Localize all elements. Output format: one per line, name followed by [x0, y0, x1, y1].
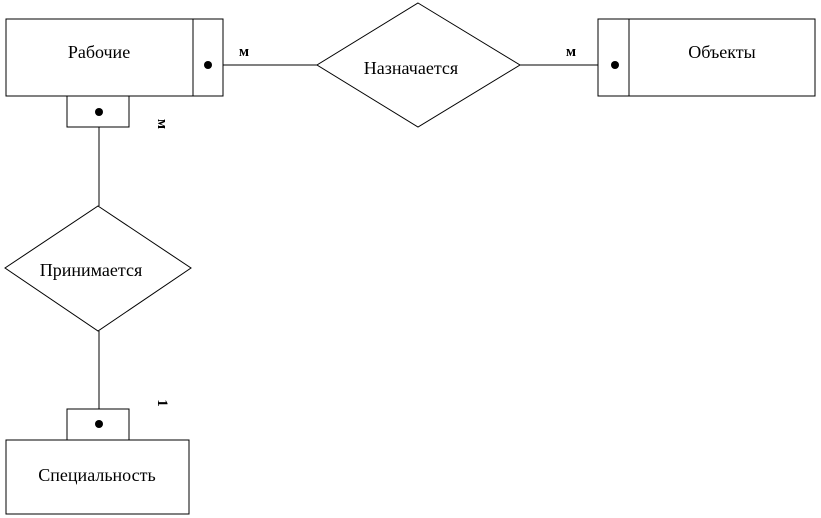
- relationship-assigned: Назначается: [316, 2, 521, 128]
- relationship-accepted: Принимается: [4, 205, 192, 332]
- specialty-top-connector: [95, 420, 103, 428]
- cardinality-specialty-accepted: 1: [154, 399, 170, 407]
- workers-right-connector: [204, 61, 212, 69]
- cardinality-objects-assigned: м: [566, 44, 576, 60]
- specialty-label: Специальность: [38, 465, 155, 485]
- entity-workers: Рабочие: [5, 18, 224, 128]
- cardinality-workers-assigned: м: [239, 44, 249, 60]
- accepted-label: Принимается: [40, 260, 143, 280]
- assigned-diamond: [316, 2, 521, 128]
- objects-left-connector: [611, 61, 619, 69]
- assigned-label: Назначается: [364, 58, 458, 78]
- specialty-box: [5, 439, 190, 515]
- accepted-diamond: [4, 205, 192, 332]
- entity-objects: Объекты: [597, 18, 816, 97]
- workers-box: [5, 18, 224, 97]
- objects-box: [597, 18, 816, 97]
- objects-label: Объекты: [688, 42, 755, 62]
- entity-specialty: Специальность: [5, 408, 190, 515]
- workers-bottom-connector: [95, 108, 103, 116]
- cardinality-workers-accepted: м: [154, 119, 170, 129]
- workers-label: Рабочие: [68, 42, 130, 62]
